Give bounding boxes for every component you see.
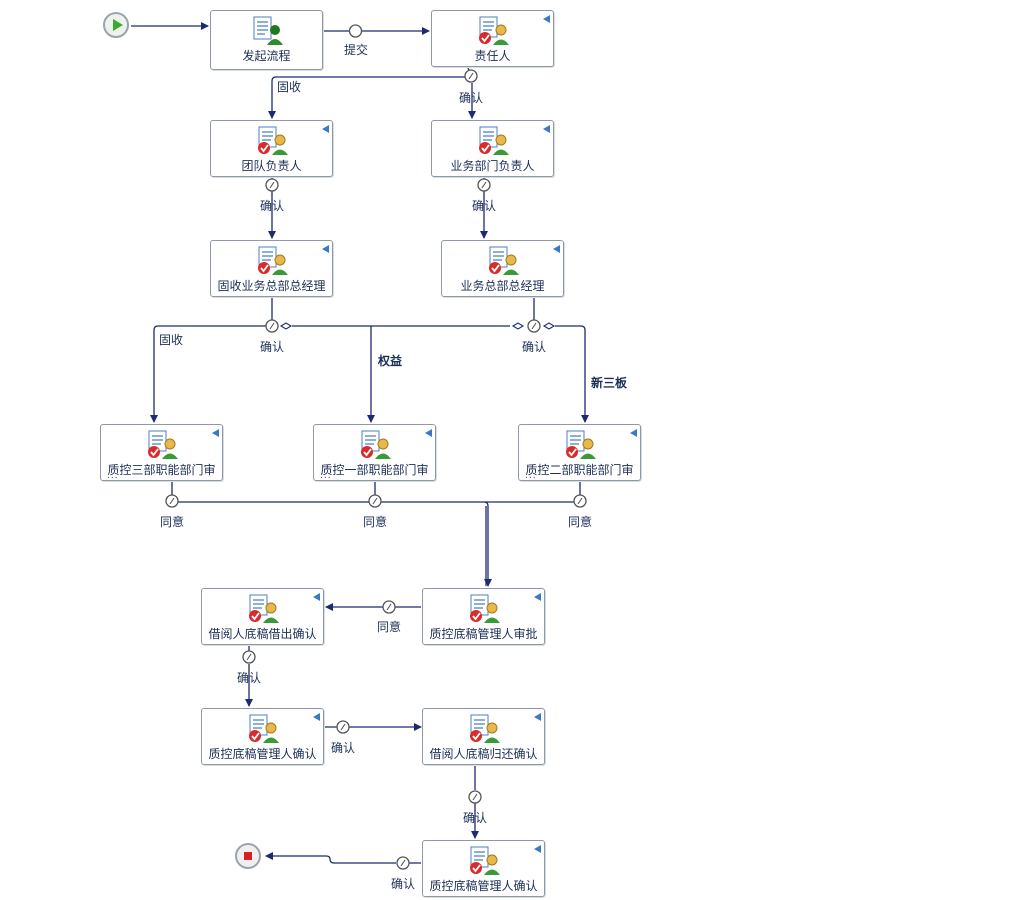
split-diamond-icon: [511, 322, 525, 330]
end-stop-icon[interactable]: [235, 843, 261, 869]
split-diamond-icon: [279, 322, 293, 330]
task-node-fixed-income-gm[interactable]: 固收业务总部总经理: [210, 240, 333, 297]
truncation-ellipsis: ...: [525, 471, 537, 481]
task-marker-icon: [313, 713, 320, 721]
task-node-qc3-dept[interactable]: 质控三部职能部门审 ...: [100, 424, 223, 481]
start-play-icon[interactable]: [103, 12, 129, 38]
edge-label: 确认: [260, 199, 285, 213]
node-label: 质控三部职能部门审: [107, 463, 216, 477]
node-label: 借阅人底稿借出确认: [208, 627, 317, 641]
truncation-ellipsis: ...: [320, 471, 332, 481]
edge-label: 新三板: [591, 376, 628, 390]
connector-owner-branch: [272, 67, 473, 118]
approver-task-icon: [248, 594, 279, 623]
task-marker-icon: [553, 245, 560, 253]
edge-label: 确认: [463, 811, 488, 825]
edge-label: 确认: [391, 877, 416, 891]
approver-task-icon: [469, 846, 500, 875]
approver-task-icon: [469, 714, 500, 743]
edge-label: 确认: [237, 671, 262, 685]
connector-to-qc2: [555, 325, 589, 423]
task-node-initiate-process[interactable]: 发起流程: [210, 10, 323, 70]
task-marker-icon: [534, 593, 541, 601]
task-marker-icon: [630, 429, 637, 437]
task-marker-icon: [322, 245, 329, 253]
truncation-ellipsis: ...: [107, 471, 119, 481]
approver-task-icon: [147, 430, 178, 459]
node-label: 发起流程: [242, 49, 291, 63]
approver-task-icon: [257, 246, 288, 275]
initiator-task-icon: [253, 16, 283, 45]
task-node-owner[interactable]: 责任人: [431, 10, 554, 67]
node-label: 质控底稿管理人确认: [429, 879, 538, 893]
edge-label: 同意: [363, 515, 388, 529]
connector-qc-merge: [178, 501, 574, 586]
approver-task-icon: [360, 430, 391, 459]
task-node-borrower-return-confirm[interactable]: 借阅人底稿归还确认: [422, 708, 545, 765]
connector-to-qc3: [150, 325, 266, 423]
approver-task-icon: [565, 430, 596, 459]
node-label: 借阅人底稿归还确认: [429, 747, 538, 761]
edge-label: 固收: [159, 333, 184, 347]
node-label: 业务总部总经理: [460, 279, 545, 293]
approver-task-icon: [478, 16, 509, 45]
task-marker-icon: [212, 429, 219, 437]
task-node-team-leader[interactable]: 团队负责人: [210, 120, 333, 177]
task-marker-icon: [322, 125, 329, 133]
task-node-qc-manager-approve[interactable]: 质控底稿管理人审批: [422, 588, 545, 645]
node-label: 团队负责人: [241, 159, 302, 173]
task-node-business-gm[interactable]: 业务总部总经理: [441, 240, 564, 297]
split-diamond-icon: [542, 322, 556, 330]
connector-to-end: [266, 856, 421, 863]
node-label: 业务部门负责人: [450, 159, 535, 173]
task-marker-icon: [543, 125, 550, 133]
task-node-qc2-dept[interactable]: 质控二部职能部门审 ...: [518, 424, 641, 481]
task-marker-icon: [543, 15, 550, 23]
edge-label: 权益: [378, 354, 403, 368]
edge-label: 确认: [459, 91, 484, 105]
edge-label: 同意: [377, 620, 402, 634]
task-marker-icon: [534, 713, 541, 721]
task-node-dept-leader[interactable]: 业务部门负责人: [431, 120, 554, 177]
approver-task-icon: [478, 126, 509, 155]
task-marker-icon: [313, 593, 320, 601]
node-label: 质控底稿管理人审批: [429, 627, 538, 641]
task-node-qc-manager-final-confirm[interactable]: 质控底稿管理人确认: [422, 840, 545, 897]
task-marker-icon: [534, 845, 541, 853]
connector-to-qc1: [292, 325, 510, 422]
approver-task-icon: [257, 126, 288, 155]
edge-label: 确认: [331, 741, 356, 755]
task-node-qc-manager-confirm[interactable]: 质控底稿管理人确认: [201, 708, 324, 765]
edge-label: 同意: [160, 515, 185, 529]
node-label: 质控二部职能部门审: [525, 463, 634, 477]
condition-submit-icon: [348, 24, 363, 38]
task-marker-icon: [425, 429, 432, 437]
approver-task-icon: [248, 714, 279, 743]
task-node-qc1-dept[interactable]: 质控一部职能部门审 ...: [313, 424, 436, 481]
edge-label: 同意: [568, 515, 593, 529]
edge-label: 确认: [260, 340, 285, 354]
node-label: 质控一部职能部门审: [320, 463, 429, 477]
edge-label: 固收: [277, 80, 302, 94]
node-label: 责任人: [474, 49, 511, 63]
task-node-borrower-lend-confirm[interactable]: 借阅人底稿借出确认: [201, 588, 324, 645]
node-label: 固收业务总部总经理: [217, 279, 326, 293]
edge-label: 确认: [472, 199, 497, 213]
edge-label: 确认: [522, 340, 547, 354]
approver-task-icon: [488, 246, 519, 275]
edge-label: 提交: [344, 43, 369, 57]
approver-task-icon: [469, 594, 500, 623]
node-label: 质控底稿管理人确认: [208, 747, 317, 761]
